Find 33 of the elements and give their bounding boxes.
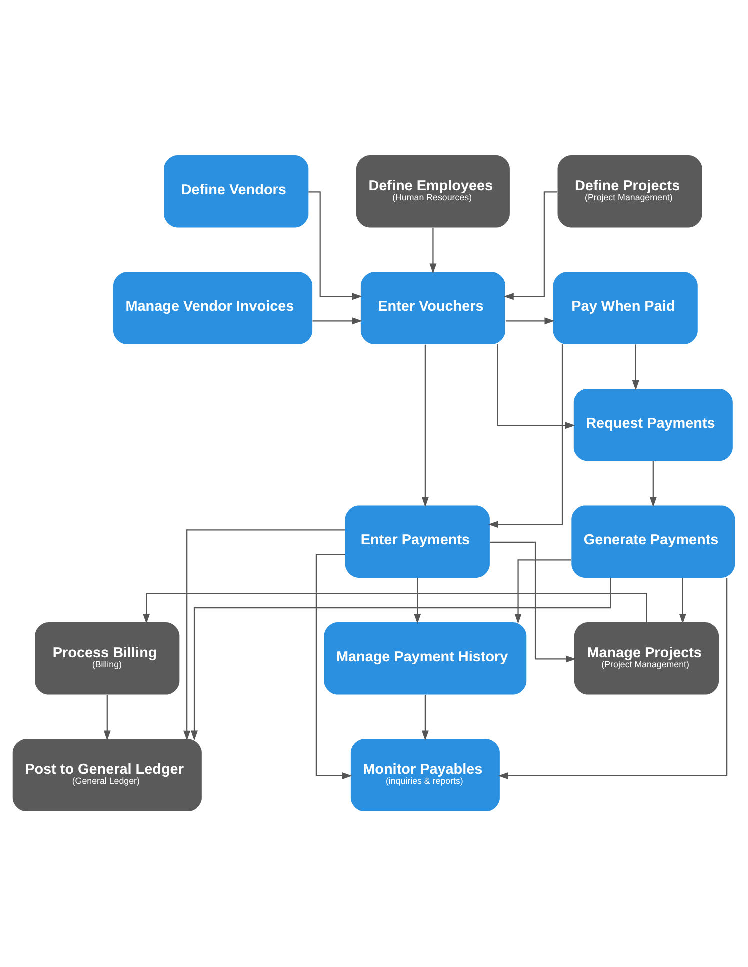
arrow [143, 593, 648, 624]
arrow [184, 530, 346, 741]
arrow [650, 461, 657, 508]
node-box: Define Vendors [164, 155, 309, 228]
arrow [490, 542, 576, 663]
arrow [488, 344, 564, 528]
node-box: Define Employees (Human Resources) [356, 155, 510, 228]
arrow [497, 344, 576, 430]
node-box: Enter Vouchers [360, 272, 506, 344]
arrow [514, 560, 572, 624]
node-box: Manage Vendor Invoices [114, 272, 313, 344]
node-box: Post to General Ledger (General Ledger) [12, 739, 202, 812]
node-box: Generate Payments [572, 506, 736, 578]
node-box: Process Billing (Billing) [35, 622, 180, 695]
arrow [430, 228, 437, 274]
arrow [498, 578, 728, 780]
node-box: Manage Projects (Project Management) [574, 622, 719, 695]
arrow [422, 344, 429, 508]
arrow [414, 578, 422, 624]
arrow [312, 318, 362, 325]
arrow [506, 318, 555, 325]
arrow [422, 694, 429, 741]
node-box: Request Payments [574, 388, 733, 462]
node-box: Monitor Payables (inquiries & reports) [350, 739, 500, 812]
node-box: Enter Payments [345, 506, 490, 578]
node-box: Pay When Paid [553, 272, 698, 344]
arrow [104, 694, 111, 741]
arrow [316, 554, 352, 780]
arrow [679, 578, 686, 624]
node-box: Define Projects (Project Management) [558, 155, 702, 228]
node-box: Manage Payment History [324, 622, 527, 695]
arrow [190, 578, 612, 741]
arrow [632, 344, 640, 390]
